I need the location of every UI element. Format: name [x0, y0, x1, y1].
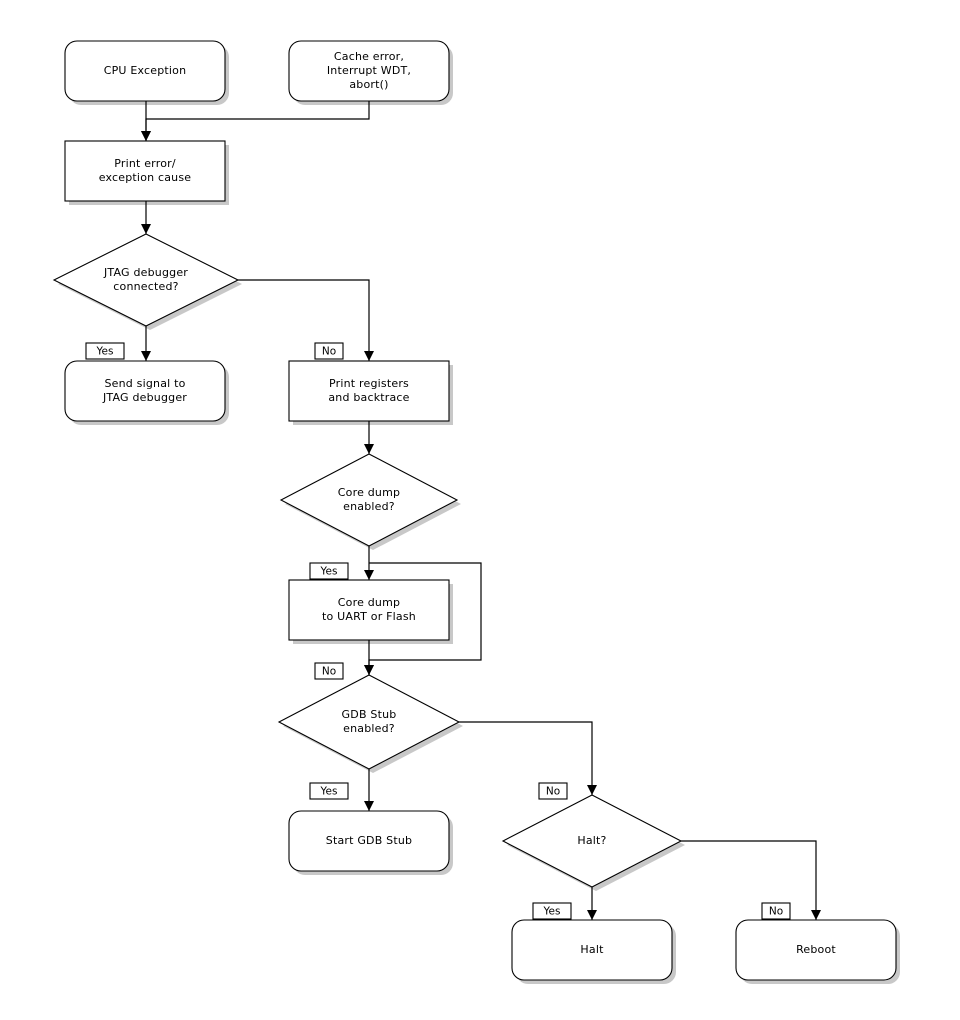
edge-arrowhead: [364, 801, 374, 811]
edge-label-no-halt-decision: No: [538, 782, 568, 800]
edge-label-chip: [309, 562, 349, 580]
node-label: Core dump: [338, 486, 400, 499]
edge-arrowhead: [811, 910, 821, 920]
edge-label-yes-core-dump-write: Yes: [309, 562, 349, 580]
process-shape: [288, 579, 450, 641]
edge-label-text: Yes: [543, 906, 561, 918]
edge-label-chip: [532, 902, 572, 920]
edge-label-yes-send-signal-jtag: Yes: [85, 342, 125, 360]
node-label: connected?: [113, 280, 178, 293]
node-label: Send signal to: [104, 377, 185, 390]
node-start-gdb-stub[interactable]: Start GDB Stub: [288, 810, 450, 872]
decision-shape: [279, 453, 459, 547]
decision-shape: [277, 674, 461, 770]
node-reboot[interactable]: Reboot: [735, 919, 897, 981]
node-label: Reboot: [796, 943, 836, 956]
edge-label-chip: [85, 342, 125, 360]
node-cache-error[interactable]: Cache error,Interrupt WDT,abort(): [288, 40, 450, 102]
node-label: and backtrace: [328, 391, 409, 404]
edge-label-chip: [761, 902, 791, 920]
edge-arrowhead: [364, 351, 374, 361]
node-label: Start GDB Stub: [326, 834, 412, 847]
edge-jtag-connected-to-print-registers: [238, 279, 370, 361]
node-label: Interrupt WDT,: [327, 64, 411, 77]
edge-label-no-gdb-stub-enabled: No: [314, 662, 344, 680]
edge-arrowhead: [587, 785, 597, 795]
edge-layer: [141, 101, 821, 920]
edge-label-chip: [314, 342, 344, 360]
edge-label-no-print-registers: No: [314, 342, 344, 360]
edge-arrowhead: [364, 444, 374, 454]
edge-label-text: No: [769, 906, 783, 918]
edge-label-no-reboot: No: [761, 902, 791, 920]
node-halt-decision[interactable]: Halt?: [501, 794, 683, 888]
edge-arrowhead: [141, 131, 151, 141]
node-label: Print registers: [329, 377, 409, 390]
edge-label-yes-start-gdb-stub: Yes: [309, 782, 349, 800]
edge-arrowhead: [587, 910, 597, 920]
node-label: enabled?: [343, 722, 395, 735]
node-label: Core dump: [338, 596, 400, 609]
node-label: exception cause: [99, 171, 192, 184]
edge-arrowhead: [141, 224, 151, 234]
node-print-error[interactable]: Print error/exception cause: [64, 140, 226, 202]
edge-label-text: No: [322, 666, 336, 678]
edge-label-chip: [314, 662, 344, 680]
node-label: GDB Stub: [342, 708, 397, 721]
edge-gdb-stub-enabled-to-halt-decision: [459, 721, 593, 795]
node-label: CPU Exception: [104, 64, 187, 77]
edge-arrowhead: [364, 665, 374, 675]
decision-shape: [501, 794, 683, 888]
process-shape: [288, 360, 450, 422]
edge-label-text: Yes: [96, 346, 114, 358]
edge-label-yes-halt: Yes: [532, 902, 572, 920]
process-shape: [511, 919, 673, 981]
node-label: Print error/: [114, 157, 176, 170]
node-label: enabled?: [343, 500, 395, 513]
node-label: JTAG debugger: [102, 391, 187, 404]
process-shape: [288, 810, 450, 872]
node-label: JTAG debugger: [103, 266, 188, 279]
edge-label-text: Yes: [320, 566, 338, 578]
process-shape: [288, 40, 450, 102]
edge-arrowhead: [141, 351, 151, 361]
edge-label-text: No: [322, 346, 336, 358]
edge-cache-error-to-print-error: [145, 101, 370, 141]
process-shape: [735, 919, 897, 981]
node-label: Halt?: [577, 834, 606, 847]
edge-label-chip: [538, 782, 568, 800]
node-label: Cache error,: [334, 50, 404, 63]
process-shape: [64, 360, 226, 422]
process-shape: [64, 40, 226, 102]
edge-halt-decision-to-reboot: [681, 840, 817, 920]
process-shape: [64, 140, 226, 202]
node-label: to UART or Flash: [322, 610, 416, 623]
edge-arrowhead: [364, 570, 374, 580]
decision-shape: [52, 233, 240, 327]
edge-label-text: Yes: [320, 786, 338, 798]
node-halt[interactable]: Halt: [511, 919, 673, 981]
edge-label-chip: [309, 782, 349, 800]
node-cpu-exception[interactable]: CPU Exception: [64, 40, 226, 102]
node-label: abort(): [349, 78, 388, 91]
edge-label-text: No: [546, 786, 560, 798]
node-label: Halt: [580, 943, 604, 956]
